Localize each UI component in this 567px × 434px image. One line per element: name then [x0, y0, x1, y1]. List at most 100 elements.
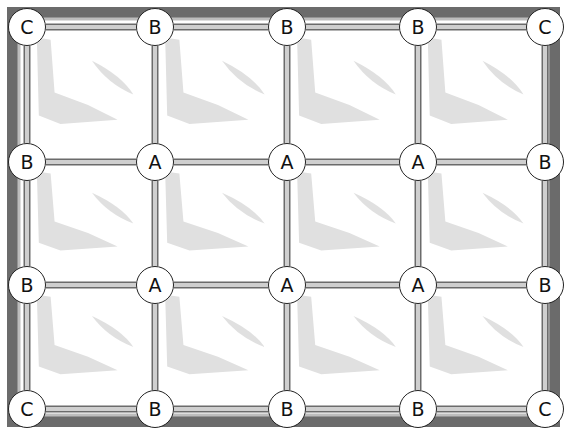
junction-circle: C: [526, 390, 564, 428]
bar-outline: [24, 304, 31, 390]
junction-letter: B: [538, 153, 551, 172]
junction-circle: B: [399, 8, 437, 46]
bar-fill: [543, 304, 547, 390]
junction-letter: C: [20, 400, 33, 419]
bar-outline: [46, 282, 136, 289]
bar-fill: [543, 46, 547, 143]
junction-circle: A: [399, 266, 437, 304]
bar-fill: [285, 304, 289, 390]
bar-outline: [415, 304, 422, 390]
reflection-shape: [37, 38, 118, 124]
junction-letter: B: [20, 276, 33, 295]
bar-outline: [152, 46, 159, 143]
junction-letter: A: [412, 276, 425, 295]
bar-outline: [46, 406, 136, 413]
bar-fill: [25, 46, 29, 143]
frame-bar: [545, 304, 546, 390]
junction-circle: C: [8, 8, 46, 46]
bar-outline: [306, 24, 399, 31]
pane-reflection: [37, 295, 133, 374]
frame-bar: [418, 46, 419, 143]
bar-fill: [306, 160, 399, 164]
reflection-shape: [222, 193, 265, 224]
frame-bar: [306, 162, 399, 163]
junction-letter: A: [412, 153, 425, 172]
reflection-shape: [428, 172, 508, 251]
frame-bar: [155, 181, 156, 266]
frame-bar: [46, 285, 136, 286]
bar-outline: [46, 159, 136, 166]
frame-bar: [27, 46, 28, 143]
reflection-shape: [222, 316, 265, 347]
bar-outline: [542, 181, 549, 266]
bar-fill: [46, 407, 136, 411]
bar-fill: [174, 283, 268, 287]
junction-circle: A: [136, 143, 174, 181]
junction-letter: B: [20, 153, 33, 172]
bar-outline: [542, 46, 549, 143]
junction-circle: A: [399, 143, 437, 181]
reflection-shape: [428, 38, 508, 124]
frame-bar: [437, 409, 526, 410]
bar-outline: [152, 304, 159, 390]
bar-outline: [174, 406, 268, 413]
frame-bar: [437, 162, 526, 163]
junction-letter: B: [538, 276, 551, 295]
frame-bar: [27, 304, 28, 390]
junction-letter: B: [280, 400, 293, 419]
junction-letter: C: [538, 18, 551, 37]
bar-outline: [306, 406, 399, 413]
junction-letter: B: [280, 18, 293, 37]
bar-fill: [543, 181, 547, 266]
frame-bar: [155, 46, 156, 143]
bar-fill: [285, 181, 289, 266]
bar-outline: [415, 46, 422, 143]
frame-bar: [27, 181, 28, 266]
inner-frame: [19, 19, 548, 415]
bar-fill: [306, 407, 399, 411]
bar-fill: [46, 160, 136, 164]
bar-fill: [437, 283, 526, 287]
junction-circle: B: [8, 143, 46, 181]
bar-fill: [416, 181, 420, 266]
bar-outline: [437, 159, 526, 166]
frame-bar: [46, 27, 136, 28]
bar-fill: [306, 283, 399, 287]
frame-bar: [287, 46, 288, 143]
frame-bar: [46, 409, 136, 410]
pane-reflection: [37, 38, 133, 124]
reflection-shape: [165, 295, 248, 374]
frame-bar: [545, 46, 546, 143]
frame-bar: [155, 304, 156, 390]
junction-circle: C: [526, 8, 564, 46]
bar-outline: [306, 282, 399, 289]
frame-bar: [418, 181, 419, 266]
pane-reflection: [297, 295, 396, 374]
bar-fill: [153, 46, 157, 143]
frame-bar: [174, 27, 268, 28]
frame-bar: [306, 409, 399, 410]
pane-reflection: [297, 38, 396, 124]
bar-fill: [437, 160, 526, 164]
junction-letter: C: [20, 18, 33, 37]
frame-bar: [437, 27, 526, 28]
pane-reflection: [165, 172, 265, 251]
bar-outline: [542, 304, 549, 390]
junction-circle: B: [526, 266, 564, 304]
junction-circle: C: [8, 390, 46, 428]
reflection-shape: [165, 172, 248, 251]
bar-outline: [306, 159, 399, 166]
junction-letter: A: [149, 153, 162, 172]
frame-bar: [545, 181, 546, 266]
pane-reflection: [37, 172, 133, 251]
pane-reflection: [428, 295, 524, 374]
frame-bar: [287, 181, 288, 266]
bar-outline: [152, 181, 159, 266]
bar-outline: [46, 24, 136, 31]
junction-circle: B: [268, 8, 306, 46]
frame-bar: [174, 409, 268, 410]
bar-fill: [25, 304, 29, 390]
junction-circle: B: [268, 390, 306, 428]
junction-circle: B: [526, 143, 564, 181]
